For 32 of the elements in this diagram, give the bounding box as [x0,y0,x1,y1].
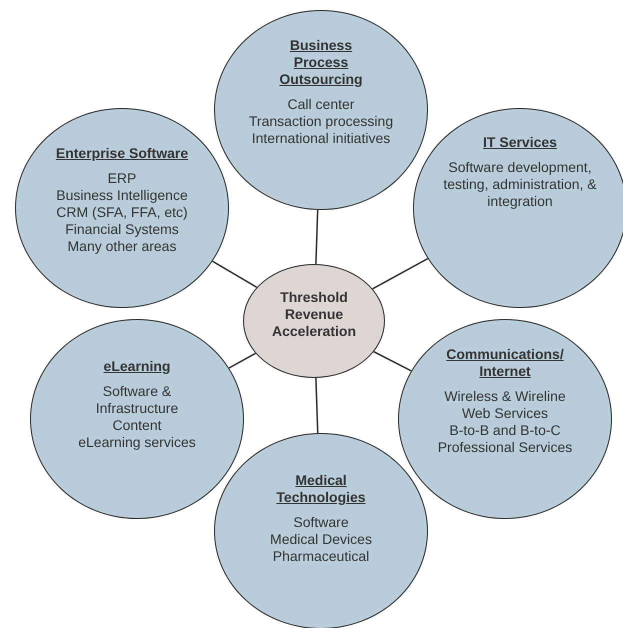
circle-text: B-to-B and B-to-C [449,422,561,439]
circle-text: eLearning services [78,434,196,451]
circle-text: International initiatives [252,130,390,147]
circle-text: Financial Systems [65,221,179,238]
connector-line [373,351,412,372]
circle-title: Threshold Revenue Acceleration [270,289,358,340]
connector-line [228,352,256,369]
circle-text: Professional Services [438,439,572,456]
circle-text: Transaction processing [248,113,394,130]
circle-text: Wireless & Wireline [444,388,566,405]
circle-text: Many other areas [68,238,176,255]
circle-title: Enterprise Software [56,145,188,162]
circle-text: Web Services [462,405,548,422]
circle-title: Communications/ Internet [445,346,565,380]
circle-text: Software [293,514,349,531]
connector-line [315,378,318,434]
circle-title: Business Process Outsourcing [278,37,364,88]
circle-title: eLearning [104,358,170,375]
circle-text: CRM (SFA, FFA, etc) [56,204,188,221]
circle-text: Call center [288,96,354,113]
connector-line [372,258,428,290]
circle-text: Pharmaceutical [272,548,370,565]
connector-line [315,210,318,264]
connector-line [212,260,258,288]
circle-text: Medical Devices [270,531,372,548]
circle-title: IT Services [483,134,557,151]
circle-text: ERP [108,170,136,187]
circle-text: Content [112,417,162,434]
circle-text: Software development, testing, administration, & integration [442,159,598,210]
circle-title: Medical Technologies [275,472,367,506]
circle-text: Software & Infrastructure [94,383,180,417]
circle-text: Business Intelligence [56,187,188,204]
